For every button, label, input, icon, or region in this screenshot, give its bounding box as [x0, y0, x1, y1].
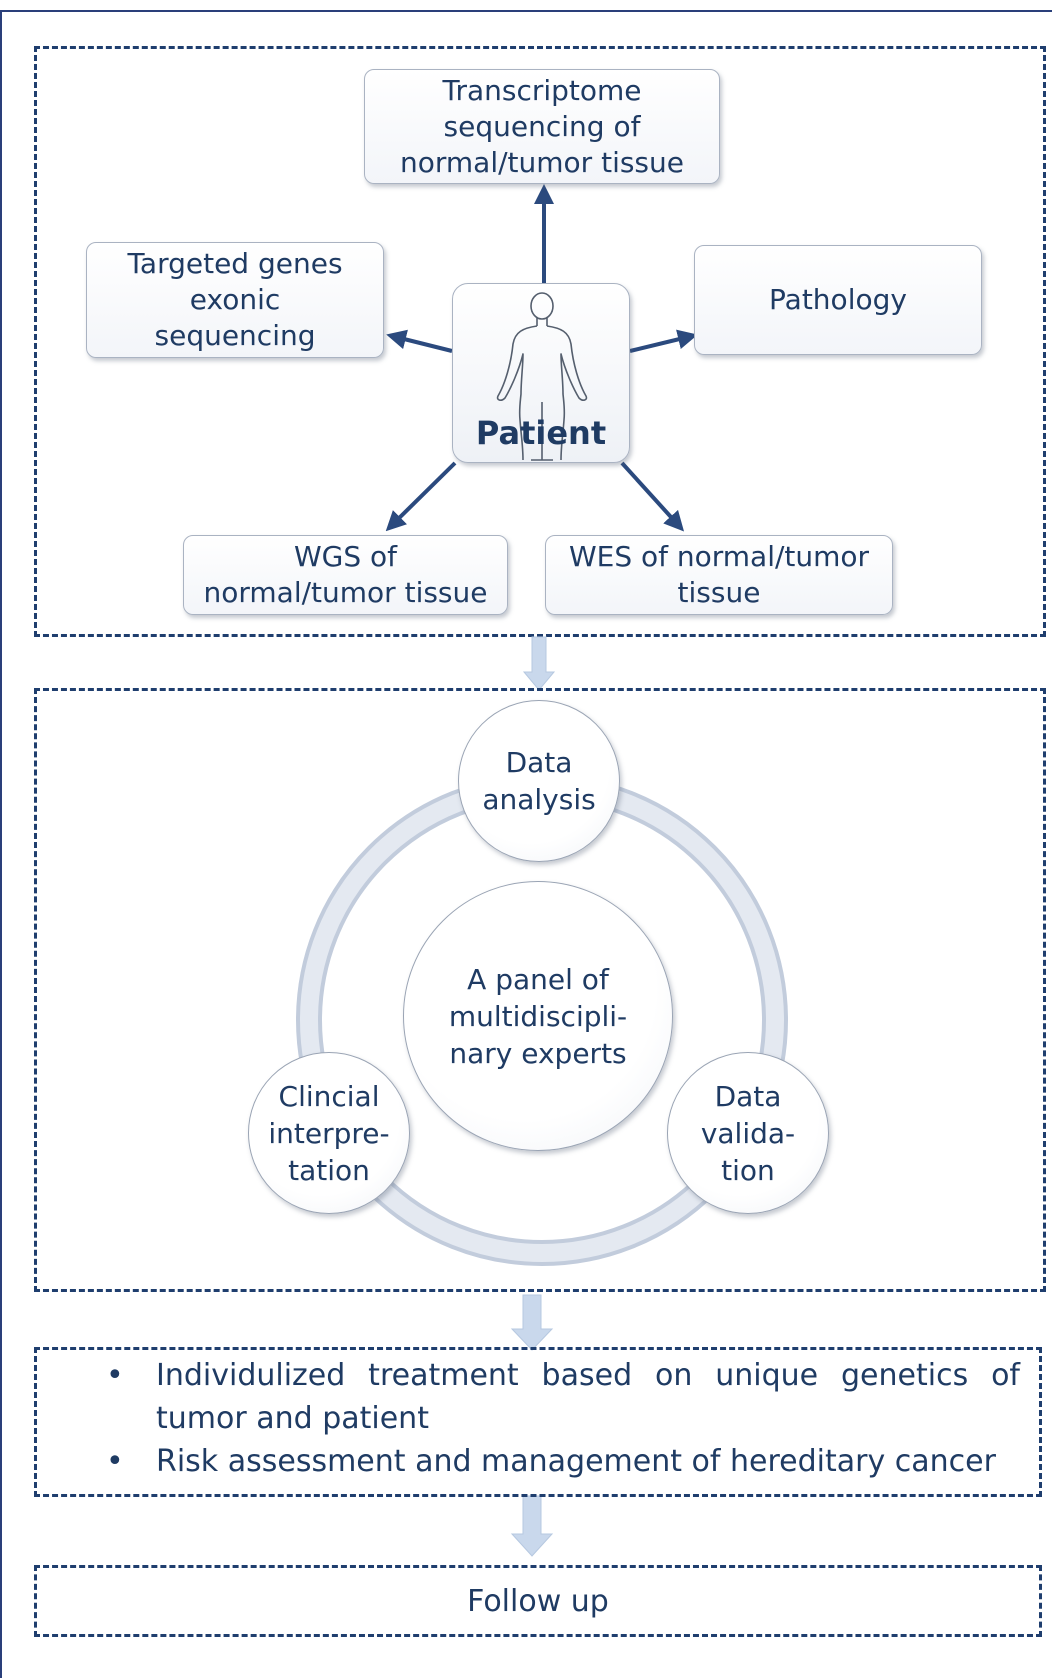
- targeted-genes-label: Targeted genes exonic sequencing: [127, 247, 343, 352]
- outcome-treatment: Individulized treatment based on unique …: [156, 1358, 1020, 1436]
- flow-arrow-2: [510, 1294, 554, 1351]
- arrow-to-wes: [620, 461, 685, 532]
- list-item: • Individulized treatment based on uniqu…: [100, 1354, 1020, 1440]
- outcomes-list: • Individulized treatment based on uniqu…: [100, 1354, 1020, 1483]
- clinical-interpretation-label: Clincial interpre-tation: [268, 1079, 390, 1187]
- patient-box: Patient: [452, 283, 630, 463]
- outcomes-section: [34, 1347, 1042, 1497]
- follow-up-section: [34, 1565, 1042, 1637]
- flow-arrow-3: [510, 1495, 554, 1557]
- data-validation-label: Data valida-tion: [700, 1079, 796, 1187]
- bullet-icon: •: [106, 1358, 124, 1393]
- expert-panel-label: A panel of multidiscipli-nary experts: [448, 962, 628, 1070]
- pathology-label: Pathology: [769, 283, 907, 316]
- arrow-to-targeted: [386, 329, 453, 353]
- bullet-icon: •: [106, 1444, 124, 1479]
- arrow-to-pathology: [629, 329, 698, 353]
- wes-label: WES of normal/tumor tissue: [568, 540, 870, 609]
- flow-arrow-1: [522, 636, 556, 691]
- sequencing-section: [34, 46, 1046, 637]
- clinical-interpretation-circle: Clincial interpre-tation: [248, 1052, 410, 1214]
- wgs-box: WGS of normal/tumor tissue: [183, 535, 508, 615]
- wes-box: WES of normal/tumor tissue: [545, 535, 893, 615]
- expert-panel-circle: A panel of multidiscipli-nary experts: [403, 881, 673, 1151]
- wgs-label: WGS of normal/tumor tissue: [203, 540, 488, 609]
- human-figure-icon: [496, 292, 588, 461]
- arrow-to-wgs: [385, 461, 457, 532]
- data-validation-circle: Data valida-tion: [667, 1052, 829, 1214]
- data-analysis-circle: Data analysis: [458, 700, 620, 862]
- analysis-section: [34, 688, 1046, 1292]
- transcriptome-label: Transcriptome sequencing of normal/tumor…: [400, 73, 684, 179]
- data-analysis-label: Data analysis: [482, 746, 596, 816]
- follow-up-label: Follow up: [467, 1583, 609, 1619]
- list-item: • Risk assessment and management of here…: [100, 1440, 1020, 1483]
- figure-frame: [0, 10, 1052, 1678]
- transcriptome-box: Transcriptome sequencing of normal/tumor…: [364, 69, 720, 184]
- patient-label: Patient: [475, 414, 607, 452]
- outcome-risk: Risk assessment and management of heredi…: [156, 1444, 996, 1479]
- pathology-box: Pathology: [694, 245, 982, 355]
- targeted-genes-box: Targeted genes exonic sequencing: [86, 242, 384, 358]
